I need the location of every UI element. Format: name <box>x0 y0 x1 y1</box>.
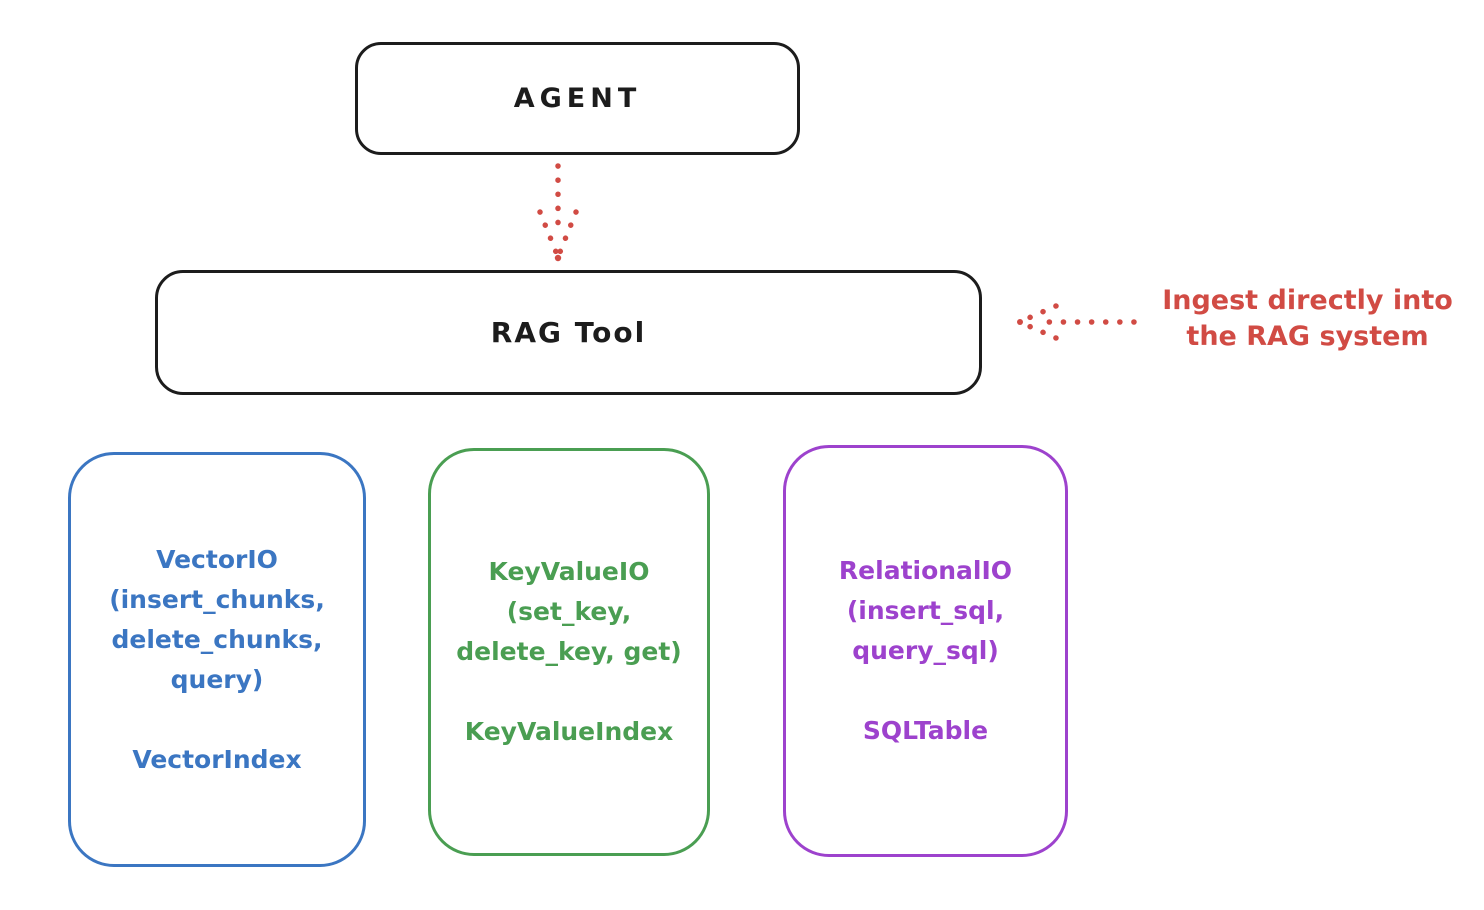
io-title-line: RelationalIO <box>838 556 1013 585</box>
rag-tool-label: RAG Tool <box>490 316 647 349</box>
agent-node: AGENT <box>355 42 800 155</box>
io-title-line: delete_chunks, <box>111 624 323 654</box>
ingest-annotation-line: the RAG system <box>1186 321 1429 352</box>
vector-io-node: VectorIO (insert_chunks, delete_chunks, … <box>68 452 366 867</box>
io-title-line: query) <box>170 664 264 694</box>
relational-io-node: RelationalIO (insert_sql, query_sql) SQL… <box>783 445 1068 857</box>
rag-tool-node: RAG Tool <box>155 270 982 395</box>
agent-label: AGENT <box>513 83 642 114</box>
io-title-line: (insert_sql, <box>846 596 1005 625</box>
io-index-label: SQLTable <box>862 716 989 745</box>
left-arrow-icon <box>1017 303 1137 341</box>
io-title-line: delete_key, get) <box>456 637 682 666</box>
io-index-label: VectorIndex <box>132 744 302 774</box>
down-arrow-icon <box>537 163 579 262</box>
io-title-line: query_sql) <box>852 636 999 665</box>
io-title-line: (insert_chunks, <box>109 584 325 614</box>
io-title-line: KeyValueIO <box>488 557 650 586</box>
io-title-line: (set_key, <box>506 597 632 626</box>
ingest-annotation: Ingest directly into the RAG system <box>1135 283 1480 355</box>
ingest-annotation-line: Ingest directly into <box>1162 285 1453 316</box>
io-title-line: VectorIO <box>156 544 278 574</box>
io-index-label: KeyValueIndex <box>464 717 674 746</box>
keyvalue-io-node: KeyValueIO (set_key, delete_key, get) Ke… <box>428 448 710 856</box>
